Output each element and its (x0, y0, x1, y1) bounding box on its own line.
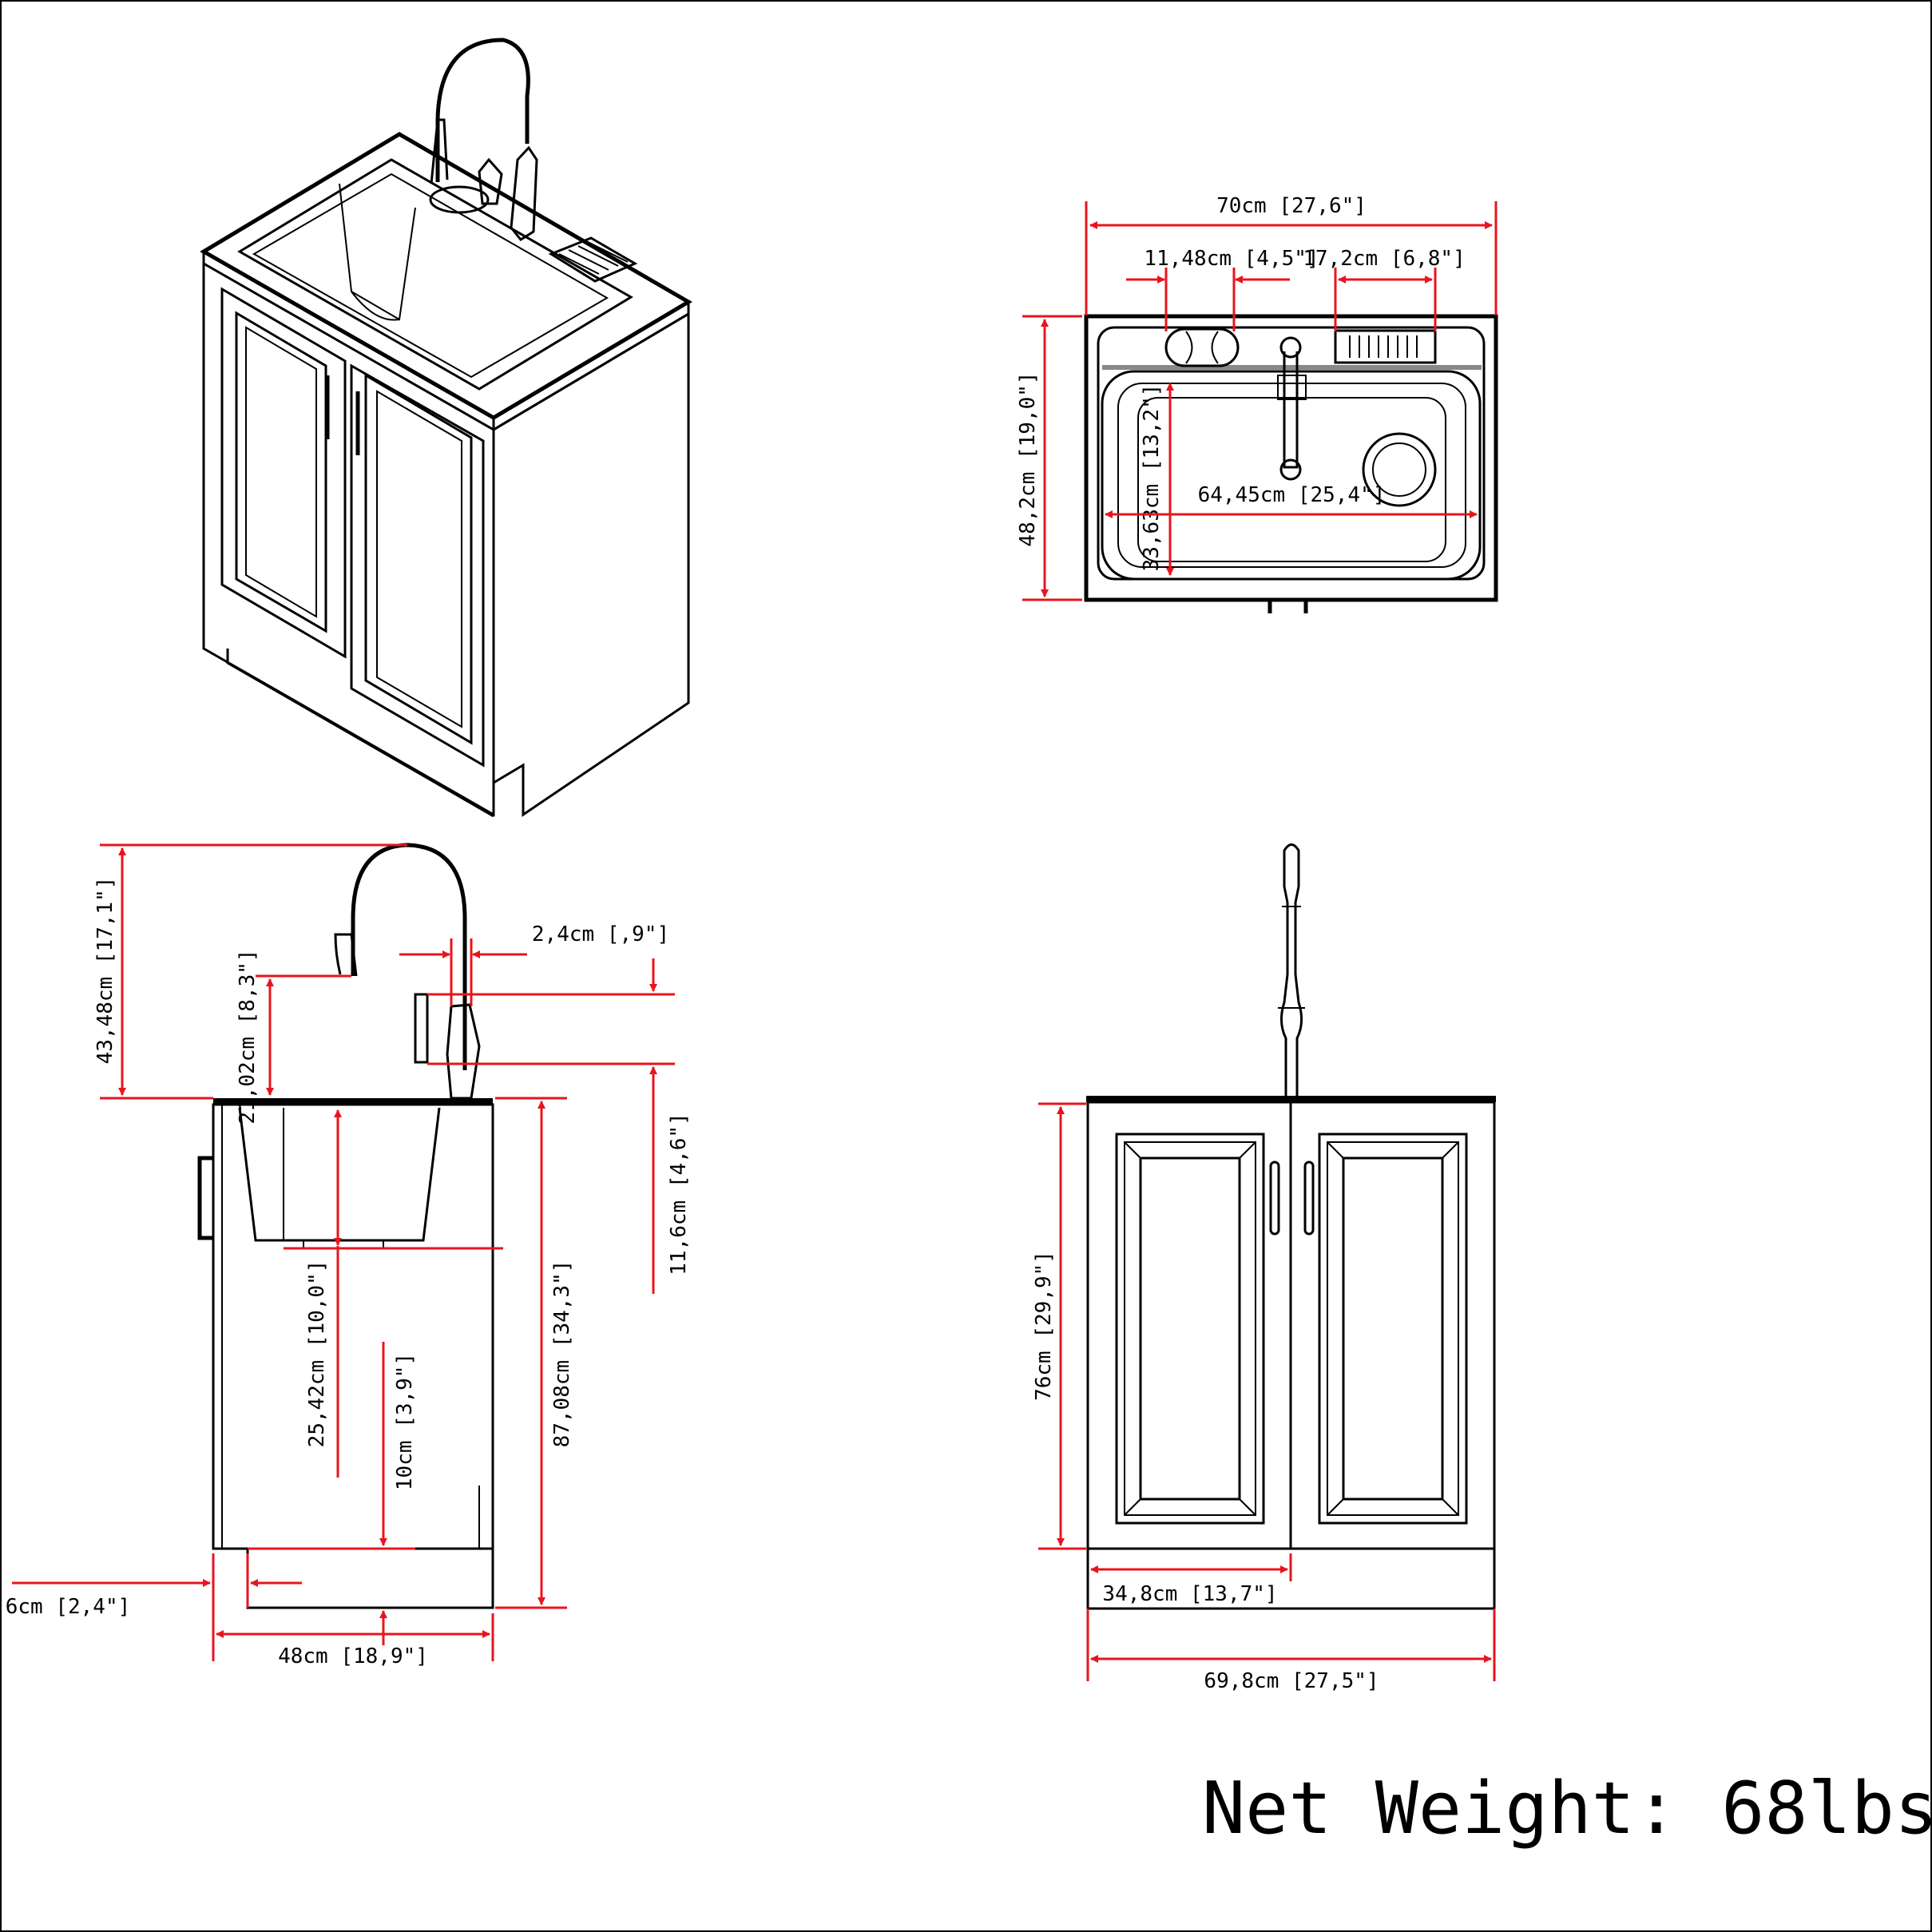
soap-dish-icon (1164, 327, 1240, 367)
dim-toe-recess: 6cm [2,4"] (6, 1595, 131, 1619)
isometric-view (200, 38, 692, 818)
side-view: 43,48cm [17,1"] 21,02cm [8,3"] 2,4cm [,9… (6, 843, 691, 1668)
dim-cabinet-height: 76cm [29,9"] (1032, 1251, 1056, 1401)
top-view: 70cm [27,6"] 11,48cm [4,5"] 17,2cm [6,8"… (1016, 194, 1498, 613)
front-view: 76cm [29,9"] 34,8cm [13,7"] 69,8cm [27,5… (1032, 843, 1496, 1693)
dim-handle-height: 11,6cm [4,6"] (667, 1113, 691, 1275)
dim-side-depth: 48cm [18,9"] (278, 1644, 428, 1668)
dim-faucet-height: 43,48cm [17,1"] (93, 877, 117, 1065)
dim-front-width: 69,8cm [27,5"] (1204, 1669, 1379, 1693)
dim-basin-depth-side: 25,42cm [10,0"] (305, 1260, 329, 1448)
dim-spout-diameter: 2,4cm [,9"] (532, 922, 669, 946)
dim-rack-width: 17,2cm [6,8"] (1303, 247, 1466, 271)
drain-rack-icon (1334, 329, 1437, 364)
net-weight-label: Net Weight: 68lbs (1202, 1767, 1932, 1851)
dim-top-depth: 48,2cm [19,0"] (1016, 371, 1040, 546)
dim-total-height: 87,08cm [34,3"] (550, 1260, 574, 1448)
dim-basin-depth-top: 33,63cm [13,2"] (1140, 384, 1164, 572)
top-outline (1084, 314, 1498, 602)
dim-soap-width: 11,48cm [4,5"] (1144, 247, 1319, 271)
dim-door-width: 34,8cm [13,7"] (1102, 1582, 1277, 1606)
drain-icon (1362, 432, 1437, 507)
dim-basin-width: 64,45cm [25,4"] (1198, 483, 1386, 507)
dim-top-width: 70cm [27,6"] (1216, 194, 1367, 218)
dim-toe-height: 10cm [3,9"] (393, 1353, 417, 1490)
dim-spout-height: 21,02cm [8,3"] (236, 949, 260, 1124)
